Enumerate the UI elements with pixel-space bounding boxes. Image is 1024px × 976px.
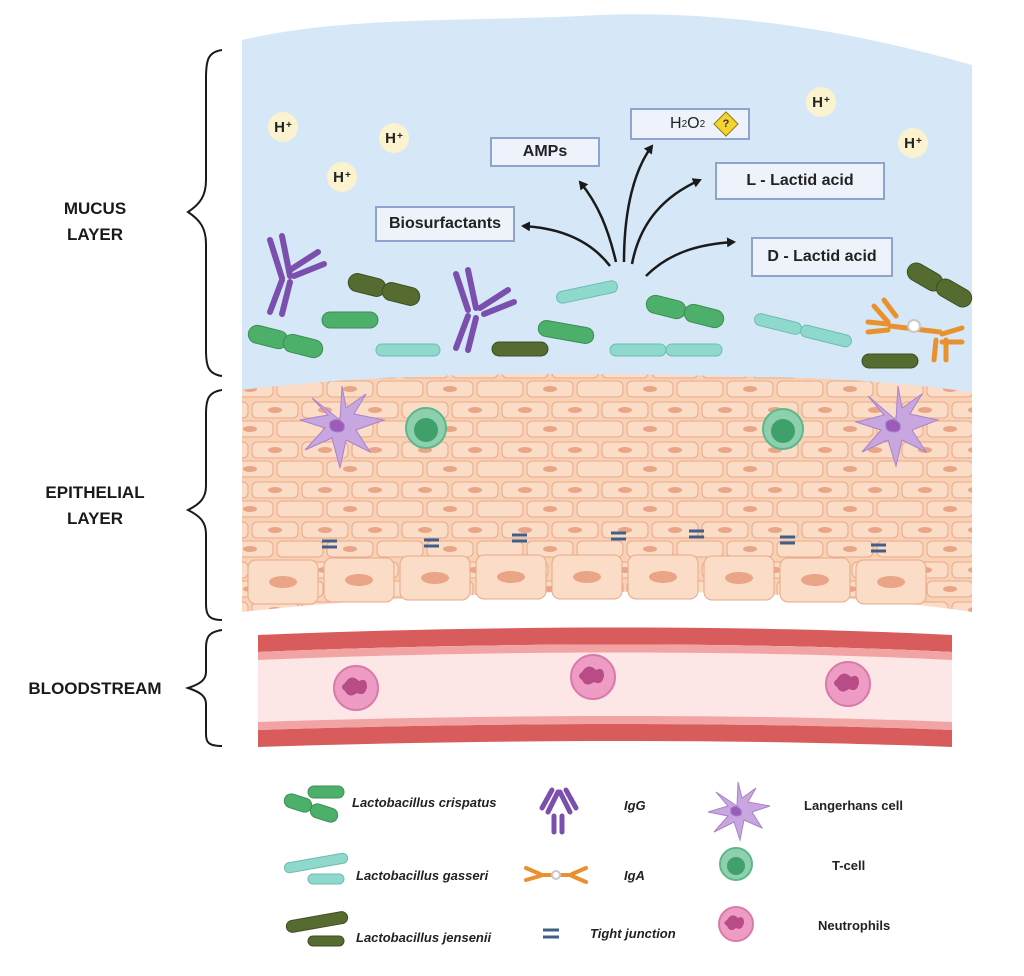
legend-langerhans-label: Langerhans cell — [804, 798, 903, 813]
brace-mucus — [186, 49, 223, 377]
legend-langerhans-icon — [707, 781, 771, 842]
proton-base: H — [333, 168, 344, 186]
epithelial-layer-label: EPITHELIAL LAYER — [30, 480, 160, 532]
legend-iga-label: IgA — [624, 868, 645, 883]
legend-tcell-icon — [719, 847, 753, 881]
mucus-region — [242, 14, 972, 431]
h2o2-sub1: 2 — [681, 118, 688, 130]
proton-sup: + — [916, 135, 922, 147]
igg-antibody — [267, 233, 327, 317]
legend-tcell-label: T-cell — [832, 858, 866, 873]
brace-epithelial — [185, 389, 223, 621]
igg-antibody — [453, 267, 517, 353]
legend-neutrophils-label: Neutrophils — [818, 918, 891, 933]
proton-badge: H+ — [806, 87, 836, 117]
legend-gasseri-icon — [283, 852, 349, 885]
tight-junctions — [322, 529, 886, 553]
legend-tight-junction-icon — [543, 928, 559, 939]
proton-sup: + — [286, 119, 292, 131]
neutrophil — [333, 665, 379, 711]
legend-crispatus-label: Lactobacillus crispatus — [352, 795, 497, 810]
hazard-diamond-icon: ? — [713, 111, 739, 137]
legend-igg-icon — [539, 787, 579, 835]
mucus-label-line2: LAYER — [66, 225, 124, 244]
d-lactic-acid-box: D - Lactid acid — [751, 237, 893, 277]
hazard-symbol: ? — [722, 118, 730, 130]
neutrophil — [825, 661, 871, 707]
legend-neutrophil-icon — [718, 906, 754, 942]
h2o2-sub2: 2 — [699, 118, 706, 130]
legend-iga-icon — [524, 866, 588, 884]
basal-cells — [247, 554, 927, 605]
mucus-label-line1: MUCUS — [63, 199, 127, 218]
langerhans-cell — [299, 385, 386, 469]
proton-badge: H+ — [327, 162, 357, 192]
biosurfactants-box: Biosurfactants — [375, 206, 515, 242]
proton-base: H — [385, 129, 396, 147]
proton-sup: + — [397, 130, 403, 142]
legend-igg-label: IgG — [624, 798, 646, 813]
brace-bloodstream — [184, 629, 223, 747]
epithelial-label-line1: EPITHELIAL — [45, 483, 145, 502]
legend-gasseri-label: Lactobacillus gasseri — [356, 868, 489, 883]
proton-base: H — [274, 118, 285, 136]
mucus-layer-label: MUCUS LAYER — [40, 196, 150, 248]
legend-jensenii-label: Lactobacillus jensenii — [356, 930, 492, 945]
langerhans-cell — [854, 385, 940, 468]
proton-base: H — [904, 134, 915, 152]
h2o2-h: H — [670, 115, 682, 132]
proton-sup: + — [824, 94, 830, 106]
bloodstream-label: BLOODSTREAM — [28, 679, 162, 698]
proton-base: H — [812, 93, 823, 111]
lactobacillus-gasseri — [375, 280, 852, 357]
t-cell — [405, 407, 447, 449]
epithelial-label-line2: LAYER — [66, 509, 124, 528]
amps-box: AMPs — [490, 137, 600, 167]
secretion-arrows — [521, 144, 736, 277]
legend-tight-junction-label: Tight junction — [590, 926, 676, 941]
proton-sup: + — [345, 169, 351, 181]
lactobacillus-jensenii — [347, 262, 973, 369]
h2o2-o: O — [687, 115, 700, 132]
proton-badge: H+ — [898, 128, 928, 158]
iga-antibody — [865, 297, 965, 363]
legend-crispatus-icon — [283, 785, 345, 823]
proton-badge: H+ — [379, 123, 409, 153]
legend-jensenii-icon — [285, 911, 349, 947]
lactobacillus-crispatus — [247, 294, 725, 359]
t-cell — [762, 408, 804, 450]
proton-badge: H+ — [268, 112, 298, 142]
neutrophil — [570, 654, 616, 700]
l-lactic-acid-box: L - Lactid acid — [715, 162, 885, 200]
